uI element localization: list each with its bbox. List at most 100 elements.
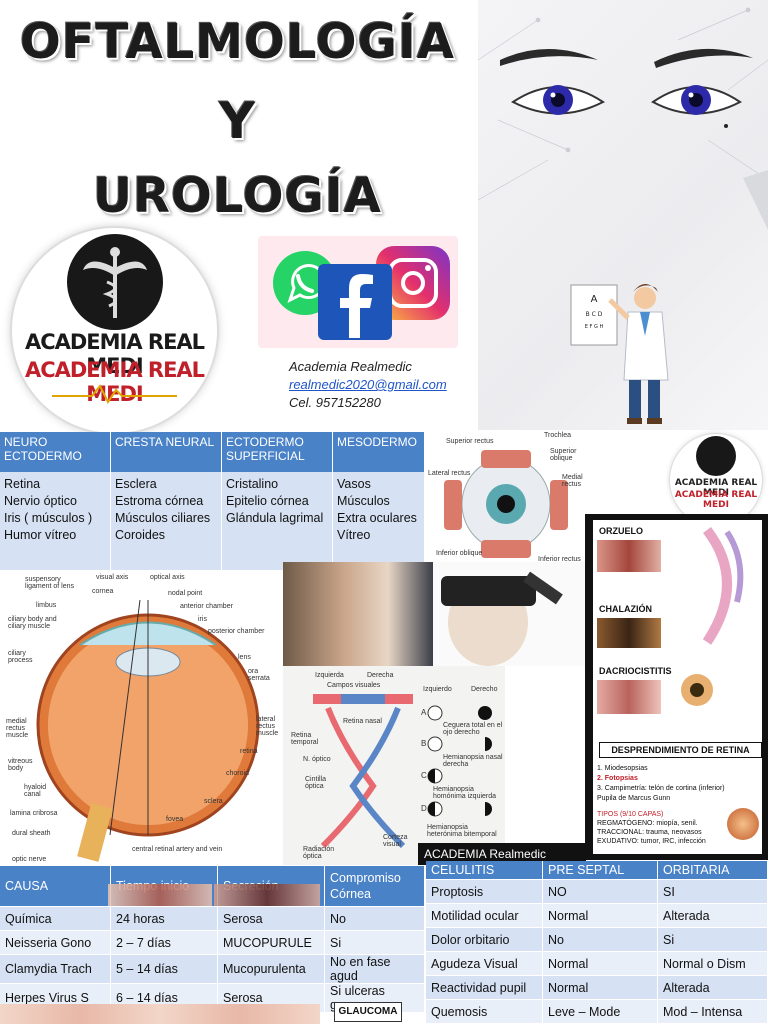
conjunctivitis-photo-2 — [214, 884, 320, 906]
dacriocistitis-photo — [597, 680, 661, 714]
table-cell: Mod – Intensa — [657, 999, 768, 1023]
small-logo-text-2: ACADEMIA REAL MEDI — [674, 490, 758, 510]
header-orbitaria: ORBITARIA — [657, 861, 768, 880]
label-iris: iris — [198, 616, 207, 623]
academy-badge: ACADEMIA Realmedic — [418, 843, 586, 865]
list-item-1: 1. Miodesopsias — [597, 765, 648, 772]
label-sclera: sclera — [204, 798, 223, 805]
label-superior-oblique: Superior oblique — [550, 448, 577, 462]
table-cell: No en fase agud — [324, 954, 425, 984]
table-cell: Normal — [542, 975, 658, 1000]
conjunctivitis-photo-1 — [108, 884, 212, 906]
label-orzuelo: ORZUELO — [599, 526, 643, 536]
label-dacriocistitis: DACRIOCISTITIS — [599, 666, 672, 676]
embryology-table: NEURO ECTODERMO CRESTA NEURAL ECTODERMO … — [0, 432, 425, 570]
label-visual-axis: visual axis — [96, 574, 129, 581]
visual-pathway-icon — [313, 694, 492, 849]
label-ciliary-body: ciliary body and ciliary muscle — [8, 616, 57, 630]
table-cell: Alterada — [657, 903, 768, 928]
label-homonymous-hemianopsia: Hemianopsia homónima izquierda — [433, 786, 497, 800]
letter-a: A — [421, 708, 427, 717]
svg-text:A: A — [591, 294, 598, 305]
label-chalazion: CHALAZIÓN — [599, 604, 652, 614]
table-row: Neisseria Gono 2 – 7 días MUCOPURULE Si — [0, 930, 425, 955]
label-central-retinal-artery: central retinal artery and vein — [132, 846, 223, 853]
label-lateral-rectus: lateral rectus muscle — [256, 716, 279, 737]
label-nasal-retina: Retina nasal — [343, 718, 382, 725]
table-cell: Leve – Mode — [542, 999, 658, 1023]
label-lamina-cribrosa: lamina cribrosa — [10, 810, 58, 817]
header-celulitis: CELULITIS — [426, 861, 543, 880]
facebook-icon[interactable] — [316, 262, 394, 342]
contact-info: Academia Realmedic realmedic2020@gmail.c… — [289, 358, 447, 412]
title-line-1: OFTALMOLOGÍA — [20, 14, 455, 70]
table-cell: Agudeza Visual — [426, 951, 543, 976]
heartbeat-icon — [52, 384, 177, 404]
table-cell: 2 – 7 días — [110, 930, 218, 955]
letter-b: B — [421, 739, 427, 748]
table-cell: Quemosis — [426, 999, 543, 1023]
cell-mesoderm: Vasos Músculos Extra oculares Vítreo — [332, 472, 425, 570]
eyelid-gland-icon — [681, 526, 744, 706]
cell-neuroectoderm: Retina Nervio óptico Iris ( músculos ) H… — [0, 472, 111, 570]
label-optic-tract: Cintilla óptica — [305, 776, 327, 790]
table-cell: Alterada — [657, 975, 768, 1000]
svg-text:B C D: B C D — [586, 311, 603, 318]
label-ora-serrata: ora serrata — [248, 668, 270, 682]
academy-logo: ACADEMIA REAL MEDI ACADEMIA REAL MEDI — [12, 228, 217, 433]
table-cell: Normal — [542, 903, 658, 928]
label-cornea: cornea — [92, 588, 114, 595]
table-cell: 5 – 14 días — [110, 954, 218, 984]
tipos-title: TIPOS (9/10 CAPAS) — [597, 811, 664, 818]
eye-exam-photo — [283, 562, 433, 666]
logo-text-bottom: ACADEMIA REAL MEDI — [24, 358, 205, 406]
list-item-4: Pupila de Marcus Gunn — [597, 795, 671, 802]
small-logo-text: ACADEMIA REAL MEDI — [674, 478, 758, 498]
label-visual-fields: Campos visuales — [327, 682, 381, 689]
table-row: Proptosis NO SI — [426, 879, 768, 904]
table-cell: Si — [657, 927, 768, 952]
label-medial-rectus: Medial rectus — [562, 474, 583, 488]
title-line-2: Y — [218, 92, 257, 150]
eyes-illustration: A B C D E F G H — [478, 7, 768, 424]
table-cell: SI — [657, 879, 768, 904]
tipo-3: EXUDATIVO: tumor, IRC, infección — [597, 838, 706, 845]
label-left-field: Izquierda — [315, 672, 344, 679]
label-optic-nerve-es: N. óptico — [303, 756, 331, 763]
letter-c: C — [421, 771, 427, 780]
header-mesoderm: MESODERMO — [332, 432, 425, 472]
table-cell: Normal o Dism — [657, 951, 768, 976]
table-row: Reactividad pupil Normal Alterada — [426, 975, 768, 1000]
bottom-eye-photos — [0, 1004, 320, 1024]
label-vitreous-body: vitreous body — [8, 758, 33, 772]
contact-phone: Cel. 957152280 — [289, 395, 381, 410]
label-optic-radiation: Radiación óptica — [303, 846, 335, 860]
logo-text-top: ACADEMIA REAL MEDI — [24, 330, 205, 378]
label-anterior-chamber: anterior chamber — [180, 603, 233, 610]
conjunctivitis-cause-table: CAUSA Tiempo inicio Secreción Compromiso… — [0, 866, 425, 1012]
label-izquierdo: Izquierdo — [423, 686, 452, 693]
label-medial-rectus: medial rectus muscle — [6, 718, 29, 739]
table-cell: MUCOPURULE — [217, 930, 325, 955]
retina-symptom-list: 1. Miodesopsias 2. Fotopsias 3. Campimet… — [597, 764, 725, 804]
svg-text:E F G H: E F G H — [585, 324, 604, 330]
header-neuroectoderm: NEURO ECTODERMO — [0, 432, 111, 472]
table-cell: Motilidad ocular — [426, 903, 543, 928]
contact-email[interactable]: realmedic2020@gmail.com — [289, 377, 447, 392]
label-superior-rectus: Superior rectus — [446, 438, 494, 445]
header-preseptal: PRE SEPTAL — [542, 861, 658, 880]
label-trochlea: Trochlea — [544, 432, 571, 439]
table-cell: Serosa — [217, 906, 325, 931]
cell-neural-crest: Esclera Estroma córnea Músculos ciliares… — [110, 472, 222, 570]
eyelid-disorders-panel: ORZUELO CHALAZIÓN DACRIOCISTITIS DESPREN… — [585, 514, 768, 860]
small-academy-logo: ACADEMIA REAL MEDI ACADEMIA REAL MEDI — [670, 434, 762, 526]
tipo-2: TRACCIONAL: trauma, neovasos — [597, 829, 702, 836]
hero-illustration: A B C D E F G H — [478, 0, 768, 430]
label-total-blindness: Ceguera total en el ojo derecho — [443, 722, 503, 736]
table-cell: No — [542, 927, 658, 952]
label-right-field: Derecha — [367, 672, 394, 679]
table-cell: Normal — [542, 951, 658, 976]
letter-d: D — [421, 804, 427, 813]
table-cell: Proptosis — [426, 879, 543, 904]
caduceus-icon — [67, 234, 163, 330]
